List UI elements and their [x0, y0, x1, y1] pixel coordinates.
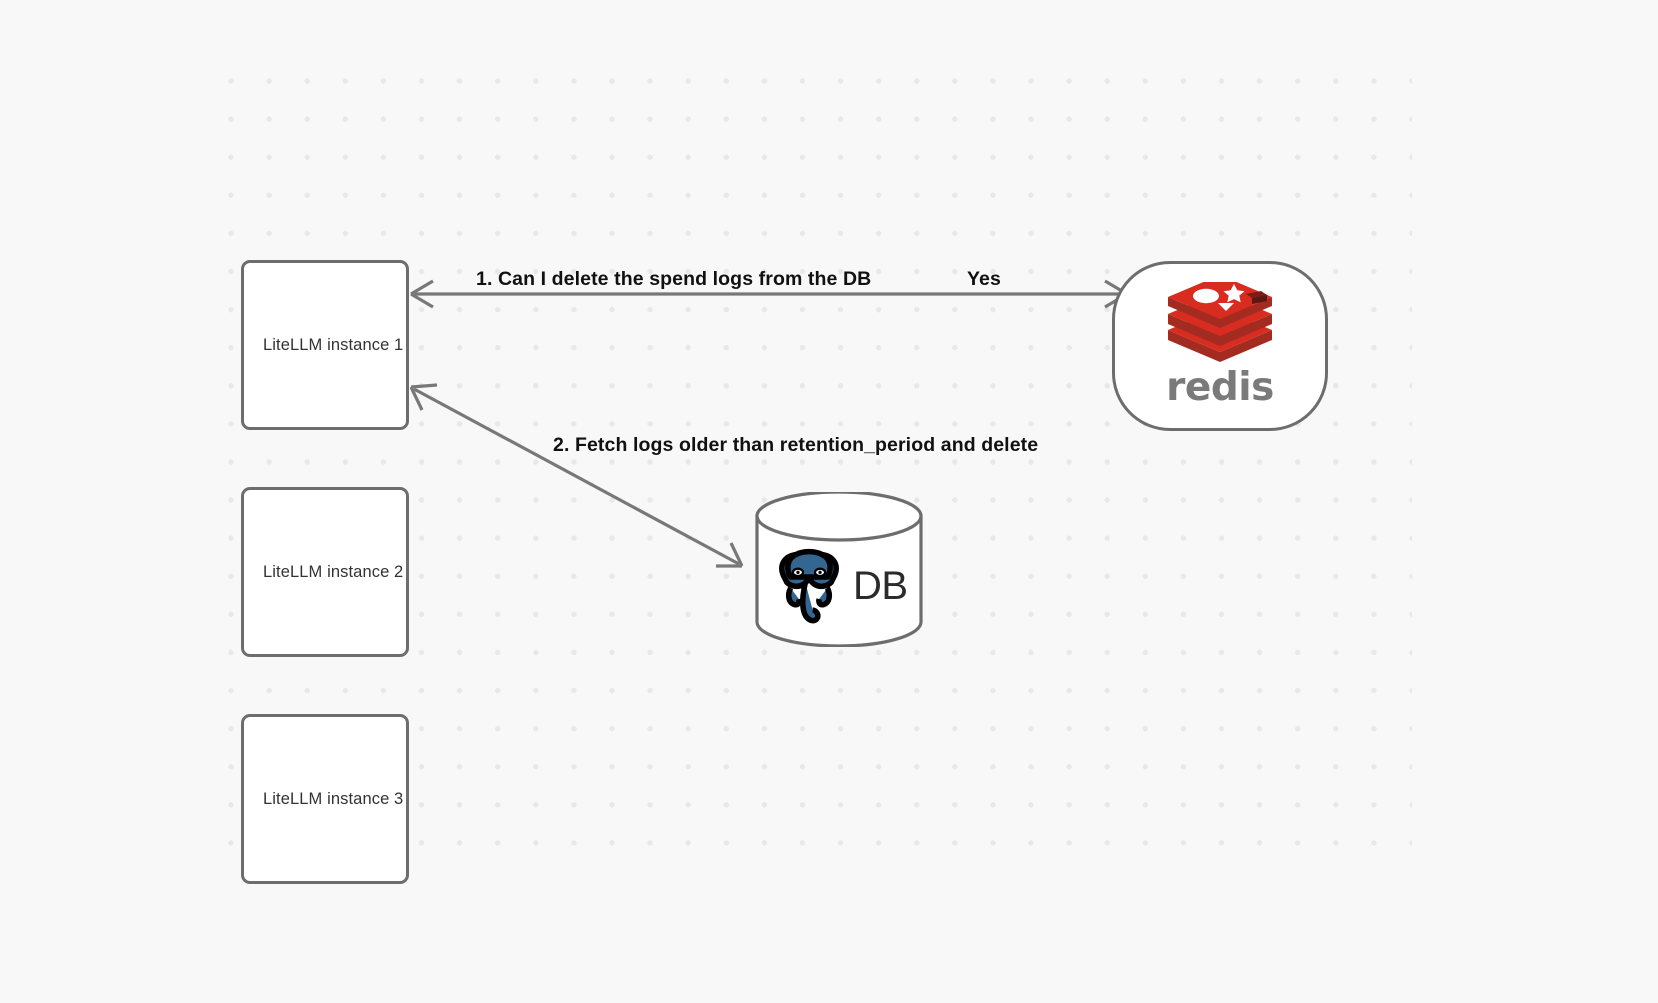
node-litellm-instance-1[interactable]: LiteLLM instance 1	[241, 260, 409, 430]
edge-litellm1-database	[409, 383, 744, 568]
node-redis-label: redis	[1166, 364, 1274, 410]
edge-label-reply: Yes	[967, 268, 1001, 290]
redis-logo-icon	[1168, 281, 1272, 362]
edge-label-request: 1. Can I delete the spend logs from the …	[476, 268, 872, 290]
node-litellm-instance-1-label: LiteLLM instance 1	[263, 335, 404, 354]
node-redis[interactable]: redis	[1112, 261, 1328, 431]
node-litellm-instance-2-label: LiteLLM instance 2	[263, 562, 404, 581]
node-litellm-instance-3-label: LiteLLM instance 3	[263, 789, 404, 808]
node-database[interactable]: DB	[753, 492, 925, 647]
database-cylinder-icon	[755, 492, 923, 647]
node-litellm-instance-2[interactable]: LiteLLM instance 2	[241, 487, 409, 657]
edge-label-fetch-delete: 2. Fetch logs older than retention_perio…	[553, 434, 1039, 456]
node-litellm-instance-3[interactable]: LiteLLM instance 3	[241, 714, 409, 884]
postgresql-elephant-icon	[779, 548, 839, 624]
node-database-label: DB	[853, 564, 908, 608]
